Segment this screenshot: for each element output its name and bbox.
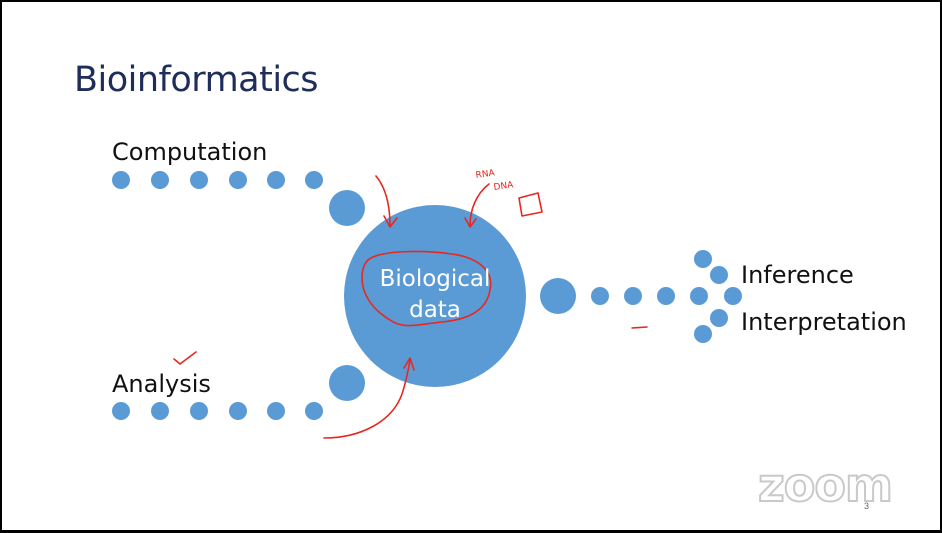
- zoom-watermark: zoom: [757, 457, 894, 513]
- annotation-arrow-top-left: [375, 175, 398, 228]
- output-dot: [690, 287, 708, 305]
- annotation-dna: DNA: [493, 180, 515, 193]
- slide-title: Bioinformatics: [74, 60, 319, 100]
- output-dot: [724, 287, 742, 305]
- analysis-dot: [151, 402, 169, 420]
- inference-branch-dot: [710, 266, 728, 284]
- computation-large-dot: [329, 190, 365, 226]
- analysis-dot: [305, 402, 323, 420]
- computation-dot: [151, 171, 169, 189]
- analysis-dot: [229, 402, 247, 420]
- inference-branch-dot: [694, 250, 712, 268]
- annotation-arrow-top-right: [464, 183, 490, 228]
- annotation-rna: RNA: [475, 168, 496, 181]
- handwritten-annotations: [173, 175, 648, 439]
- analysis-dot: [190, 402, 208, 420]
- annotation-dash: [631, 326, 648, 329]
- annotation-check: [173, 351, 197, 365]
- output-dot-chain: [540, 250, 742, 343]
- annotation-loop: [361, 250, 492, 327]
- interpretation-label: Interpretation: [741, 308, 907, 336]
- output-dot: [657, 287, 675, 305]
- biological-data-label: Biological data: [342, 264, 528, 326]
- computation-dot: [229, 171, 247, 189]
- analysis-dot: [267, 402, 285, 420]
- output-dot: [591, 287, 609, 305]
- analysis-dot: [112, 402, 130, 420]
- interpretation-branch-dot: [694, 325, 712, 343]
- computation-dot: [267, 171, 285, 189]
- computation-dot: [305, 171, 323, 189]
- computation-dot-chain: [112, 171, 365, 226]
- annotation-arrow-bottom: [323, 357, 415, 439]
- computation-dot: [190, 171, 208, 189]
- computation-dot: [112, 171, 130, 189]
- analysis-dot-chain: [112, 365, 365, 420]
- analysis-large-dot: [329, 365, 365, 401]
- annotation-square: [518, 192, 543, 217]
- output-dot: [624, 287, 642, 305]
- center-label-line2: data: [409, 297, 461, 323]
- interpretation-branch-dot: [710, 309, 728, 327]
- computation-label: Computation: [112, 138, 268, 166]
- biological-data-node: [344, 205, 526, 387]
- analysis-label: Analysis: [112, 370, 211, 398]
- page-number: 3: [864, 501, 870, 511]
- inference-label: Inference: [741, 261, 854, 289]
- output-large-dot: [540, 278, 576, 314]
- center-label-line1: Biological: [379, 266, 491, 292]
